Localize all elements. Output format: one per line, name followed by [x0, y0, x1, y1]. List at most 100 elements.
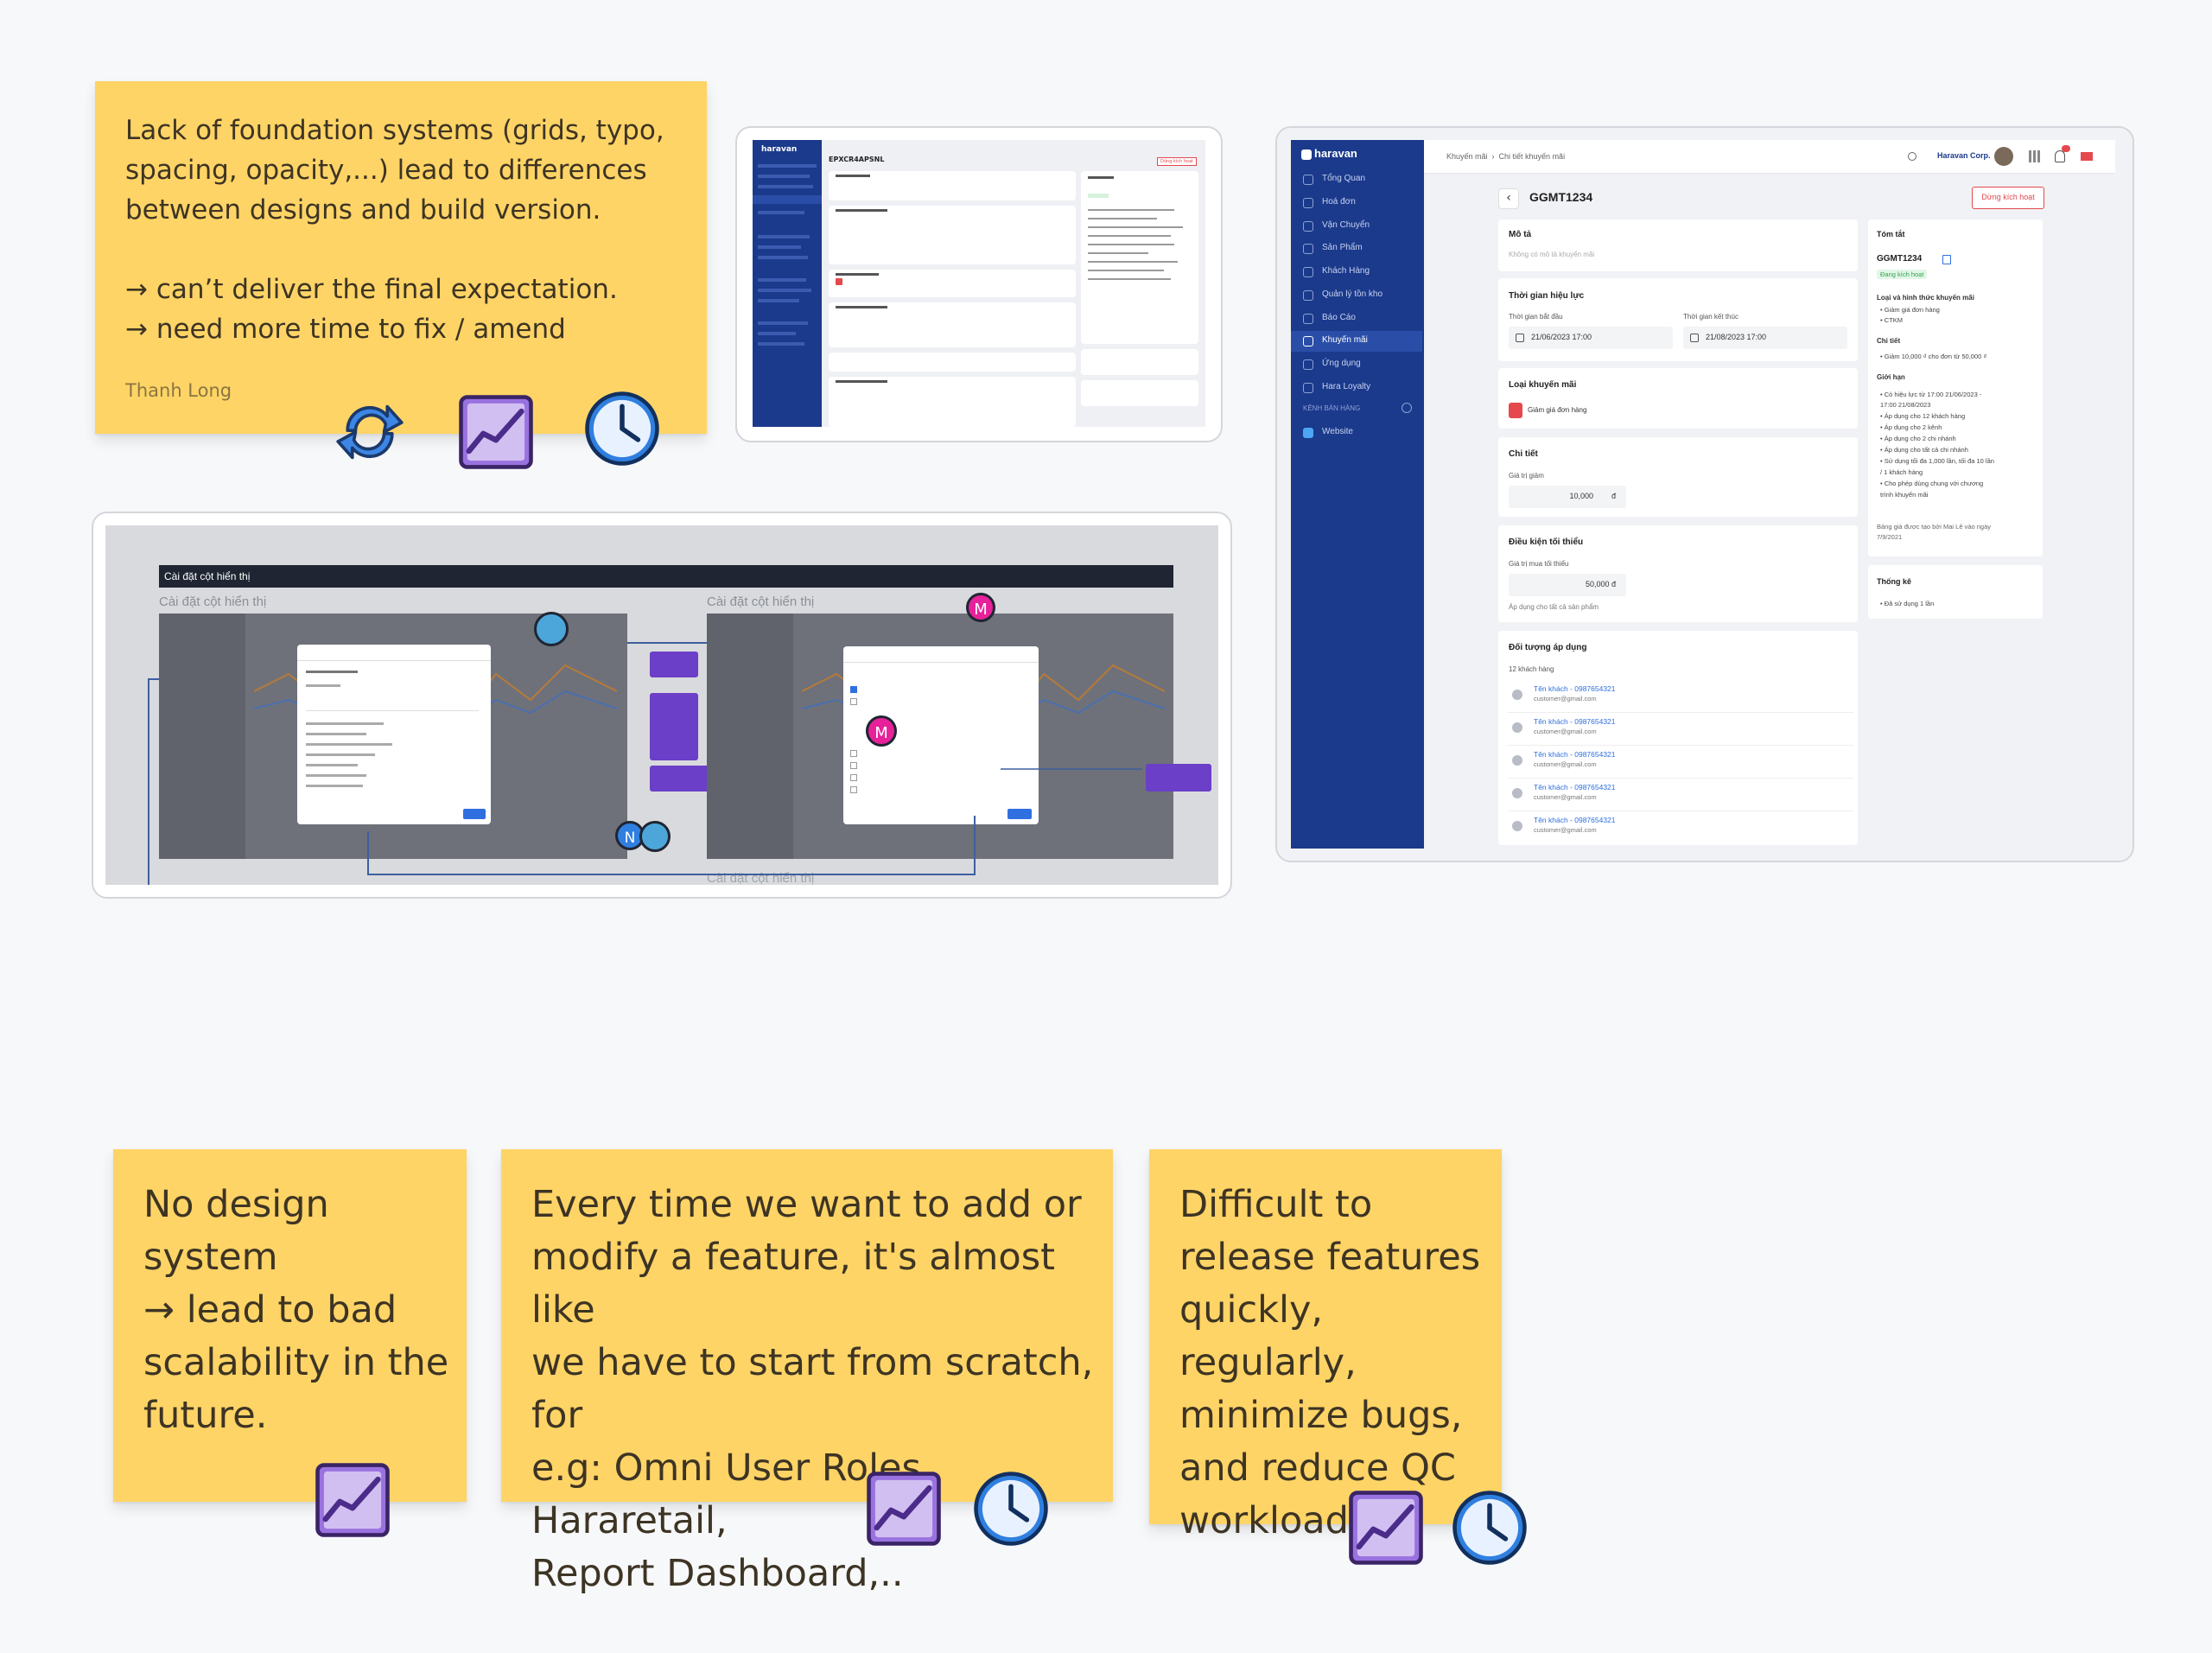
- sidebar-item-ung-dung[interactable]: Ứng dụng: [1291, 354, 1422, 375]
- apps-icon: [1303, 359, 1313, 370]
- mockup-display-settings-screenshot[interactable]: Cài đặt cột hiển thị Cài đặt cột hiển th…: [92, 512, 1232, 899]
- note-text: Every time we want to add or modify a fe…: [531, 1183, 1094, 1595]
- mockup-promo-edit-screenshot[interactable]: haravan EPXCR4APSNL Dừng kích hoạt: [735, 126, 1223, 442]
- card-targets: [1498, 631, 1858, 845]
- note-text: No design system → lead to bad scalabili…: [143, 1183, 449, 1437]
- sidebar-section-channels: KÊNH BÁN HÀNG: [1303, 404, 1361, 412]
- user-icon: [1512, 821, 1522, 831]
- right-dashboard-screen: [707, 614, 1211, 859]
- trend-icon: [1303, 175, 1313, 185]
- repeat-arrows-icon[interactable]: [330, 392, 410, 472]
- list-item[interactable]: Tên khách - 0987654321 customer@gmail.co…: [1508, 715, 1853, 747]
- sticky-note-release[interactable]: Difficult to release features quickly, r…: [1149, 1149, 1502, 1542]
- calendar-icon: [1516, 334, 1524, 342]
- clock-icon[interactable]: [582, 389, 662, 468]
- promo-sidebar: haravan Tổng Quan Hoá đơn Vận Chuyển Sản…: [1291, 140, 1424, 849]
- notification-badge: [2062, 145, 2070, 152]
- mini-brand: haravan: [761, 145, 798, 154]
- discount-value-input[interactable]: 10,000 đ: [1509, 486, 1626, 508]
- end-label: Thời gian kết thúc: [1683, 313, 1738, 321]
- user-icon: [1303, 267, 1313, 277]
- sidebar-item-tong-quan[interactable]: Tổng Quan: [1291, 169, 1422, 190]
- website-icon: [1303, 428, 1313, 438]
- sticky-note-foundation[interactable]: Lack of foundation systems (grids, typo,…: [95, 81, 707, 434]
- min-purchase-input[interactable]: 50,000 đ: [1509, 574, 1626, 596]
- sidebar-item-khach-hang[interactable]: Khách Hàng: [1291, 262, 1422, 283]
- start-date-input[interactable]: 21/06/2023 17:00: [1509, 327, 1673, 349]
- card-promo-type: [1498, 368, 1858, 429]
- chart-increasing-icon[interactable]: [864, 1469, 944, 1548]
- user-icon: [1512, 690, 1522, 700]
- avatar-magenta-m[interactable]: M: [966, 593, 995, 622]
- summary-detail-heading: Chi tiết: [1877, 337, 1901, 345]
- start-label: Thời gian bắt đầu: [1509, 313, 1563, 321]
- flow-connectors: [148, 642, 1142, 885]
- copy-icon[interactable]: [1942, 255, 1951, 264]
- stop-activation-button[interactable]: Dừng kích hoạt: [1972, 187, 2044, 209]
- limit-item: • Áp dụng cho tất cả chi nhánh: [1880, 446, 1968, 454]
- note-author: Thanh Long: [125, 380, 232, 401]
- flag-vn-icon[interactable]: [2081, 152, 2093, 161]
- limit-item: • Áp dụng cho 2 chi nhánh: [1880, 435, 1956, 442]
- sidebar-item-khuyen-mai[interactable]: Khuyến mãi: [1291, 331, 1422, 352]
- sidebar-item-hara-loyalty[interactable]: Hara Loyalty: [1291, 378, 1422, 398]
- user-icon: [1512, 755, 1522, 766]
- back-button[interactable]: ‹: [1498, 188, 1519, 209]
- summary-code: GGMT1234: [1877, 254, 1923, 264]
- card-description: [1498, 219, 1858, 271]
- apply-all-products-note: Áp dụng cho tất cả sản phẩm: [1509, 603, 1599, 611]
- list-item[interactable]: Tên khách - 0987654321 customer@gmail.co…: [1508, 814, 1853, 845]
- list-item[interactable]: Tên khách - 0987654321 customer@gmail.co…: [1508, 683, 1853, 714]
- avatar-user-photo[interactable]: [534, 612, 569, 646]
- limit-item: trình khuyến mãi: [1880, 491, 1929, 499]
- frame-label-left: Cài đặt cột hiển thị: [159, 594, 267, 609]
- page-title: GGMT1234: [1529, 190, 1593, 204]
- avatar-user-photo[interactable]: [639, 821, 671, 852]
- summary-detail-item: • Giảm 10,000 ₫ cho đơn từ 50,000 ₫: [1880, 353, 1987, 360]
- sticky-note-scratch[interactable]: Every time we want to add or modify a fe…: [501, 1149, 1113, 1595]
- targets-count: 12 khách hàng: [1509, 665, 1554, 673]
- summary-type-heading: Loại và hình thức khuyến mãi: [1877, 294, 1974, 302]
- sidebar-item-van-chuyen[interactable]: Vận Chuyển: [1291, 216, 1422, 237]
- chart-increasing-icon[interactable]: [456, 392, 536, 472]
- promo-type-heading: Loại khuyến mãi: [1509, 380, 1577, 390]
- account-name[interactable]: Haravan Corp.: [1937, 151, 1991, 160]
- chart-increasing-icon[interactable]: [313, 1460, 392, 1540]
- bell-icon[interactable]: [2055, 150, 2065, 162]
- sidebar-item-ton-kho[interactable]: Quản lý tồn kho: [1291, 285, 1422, 306]
- sidebar-item-san-pham[interactable]: Sản Phẩm: [1291, 238, 1422, 259]
- sidebar-item-hoa-don[interactable]: Hoá đơn: [1291, 193, 1422, 213]
- settings-header: Cài đặt cột hiển thị: [159, 565, 1173, 588]
- avatar-magenta-m[interactable]: M: [866, 715, 897, 747]
- card-stats: [1868, 565, 2043, 619]
- sidebar-item-website[interactable]: Website: [1291, 423, 1422, 443]
- discount-label: Giá trị giảm: [1509, 472, 1544, 480]
- promo-topbar: Khuyến mãi › Chi tiết khuyến mãi Haravan…: [1424, 140, 2115, 174]
- min-purchase-label: Giá trị mua tối thiểu: [1509, 560, 1569, 568]
- mini-stop-button[interactable]: Dừng kích hoạt: [1157, 157, 1197, 166]
- promo-type-value: Giảm giá đơn hàng: [1528, 406, 1587, 414]
- list-item[interactable]: Tên khách - 0987654321 customer@gmail.co…: [1508, 748, 1853, 779]
- end-date-input[interactable]: 21/08/2023 17:00: [1683, 327, 1847, 349]
- clock-icon[interactable]: [971, 1469, 1051, 1548]
- mini-code: EPXCR4APSNL: [829, 156, 885, 163]
- chart-increasing-icon[interactable]: [1346, 1488, 1426, 1567]
- status-badge: Đang kích hoạt: [1877, 270, 1928, 279]
- left-dashboard-screen: [159, 614, 712, 859]
- limit-item: 17:00 21/08/2023: [1880, 401, 1931, 409]
- limit-item: • Sử dụng tối đa 1,000 lần, tối đa 10 lầ…: [1880, 457, 1994, 465]
- search-icon[interactable]: [1908, 152, 1916, 161]
- add-channel-icon[interactable]: [1402, 403, 1412, 413]
- avatar[interactable]: [1994, 147, 2013, 166]
- created-note: Bảng giá được tạo bởi Mai Lê vào ngày 7/…: [1877, 523, 1992, 541]
- list-item[interactable]: Tên khách - 0987654321 customer@gmail.co…: [1508, 781, 1853, 812]
- stats-item: • Đã sử dụng 1 lần: [1880, 600, 1935, 607]
- sidebar-item-bao-cao[interactable]: Báo Cáo: [1291, 308, 1422, 329]
- summary-type-item: • Giảm giá đơn hàng: [1880, 306, 1940, 314]
- apps-grid-icon[interactable]: [2029, 150, 2041, 162]
- summary-type-item: • CTKM: [1880, 316, 1903, 324]
- sticky-note-design-system[interactable]: No design system → lead to bad scalabili…: [113, 1149, 467, 1502]
- clock-icon[interactable]: [1450, 1488, 1529, 1567]
- frame-label-right: Cài đặt cột hiển thị: [707, 594, 815, 609]
- targets-heading: Đối tượng áp dụng: [1509, 643, 1587, 652]
